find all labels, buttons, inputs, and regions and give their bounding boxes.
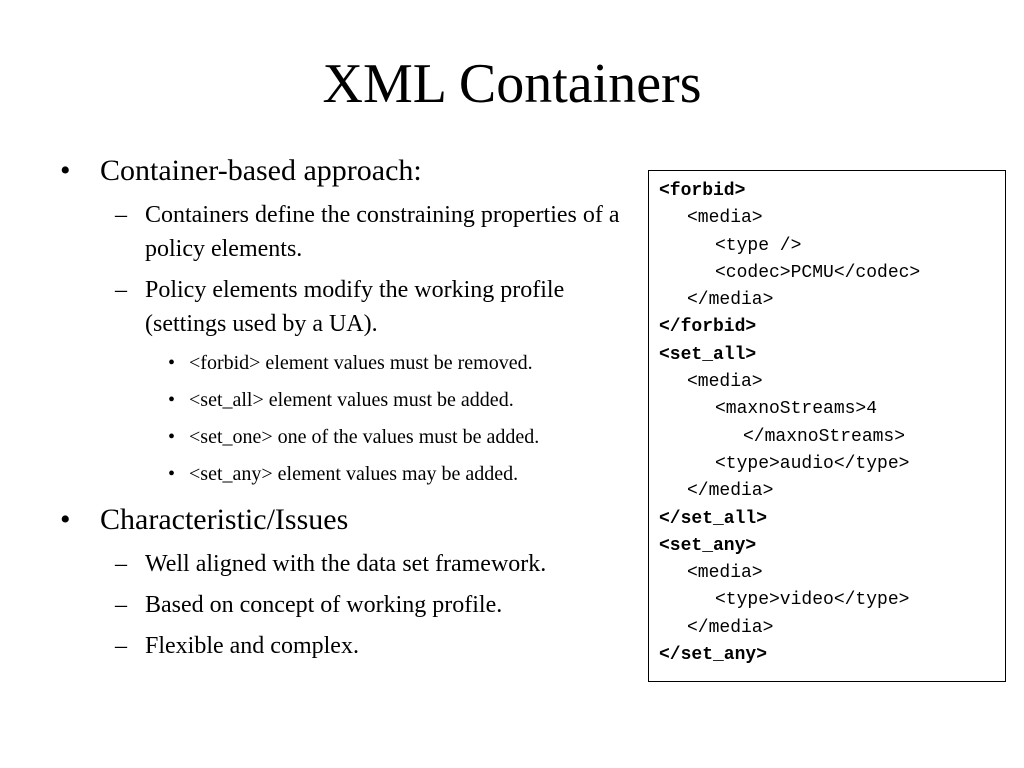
code-line: <type>audio</type> [715,453,910,474]
code-line: <set_all> [659,344,757,365]
bullet-text: Container-based approach: [100,154,422,187]
code-line: </media> [687,617,774,638]
sub-sub-bullet-text: <set_all> element values must be added. [189,389,514,411]
dash-marker: – [115,277,127,303]
code-line: </set_all> [659,508,768,529]
bullet-marker: • [60,503,71,536]
dash-marker: – [115,633,127,659]
code-line: <maxnoStreams>4 [715,399,878,420]
code-line: </media> [687,481,774,502]
sub-bullet-text: Flexible and complex. [145,633,359,659]
code-line: </media> [687,290,774,311]
code-line: </maxnoStreams> [743,426,906,447]
code-line: <codec>PCMU</codec> [715,262,921,283]
slide-title: XML Containers [322,53,702,115]
bullet-list: • Container-based approach: – Containers… [60,152,650,670]
code-line: <media> [687,208,763,229]
code-line: <set_any> [659,535,757,556]
sub-bullet-policy-elements: – Policy elements modify the working pro… [60,273,650,341]
code-line: </set_any> [659,645,768,666]
sub-bullet-containers-define: – Containers define the constraining pro… [60,198,650,266]
bullet-marker: • [168,389,176,411]
bullet-text: Characteristic/Issues [100,503,349,536]
sub-bullet-text: Well aligned with the data set framework… [145,551,547,577]
bullet-marker: • [168,426,176,448]
dash-marker: – [115,592,127,618]
sub-sub-bullet-set-all: • <set_all> element values must be added… [60,385,650,415]
code-line: </forbid> [659,317,757,338]
sub-bullet-text: Based on concept of working profile. [145,592,503,618]
bullet-marker: • [168,352,176,374]
xml-code-box: <forbid> <media> <type /> <codec>PCMU</c… [648,170,1006,682]
sub-sub-bullet-set-one: • <set_one> one of the values must be ad… [60,422,650,452]
bullet-marker: • [60,154,71,187]
sub-sub-bullet-text: <forbid> element values must be removed. [189,352,533,374]
sub-sub-bullet-text: <set_one> one of the values must be adde… [189,426,540,448]
code-line: <media> [687,372,763,393]
sub-sub-bullet-text: <set_any> element values may be added. [189,463,519,485]
sub-sub-bullet-set-any: • <set_any> element values may be added. [60,459,650,489]
sub-bullet-based-on-concept: – Based on concept of working profile. [60,588,650,622]
bullet-characteristic-issues: • Characteristic/Issues [60,501,650,539]
sub-bullet-well-aligned: – Well aligned with the data set framewo… [60,547,650,581]
sub-bullet-text: Containers define the constraining prope… [145,202,620,262]
code-line: <forbid> [659,181,746,201]
code-line: <type /> [715,235,802,256]
code-line: <media> [687,563,763,584]
sub-bullet-text: Policy elements modify the working profi… [145,277,565,337]
sub-sub-bullet-forbid: • <forbid> element values must be remove… [60,348,650,378]
code-line: <type>video</type> [715,590,910,611]
bullet-container-based: • Container-based approach: [60,152,650,190]
dash-marker: – [115,551,127,577]
sub-bullet-flexible: – Flexible and complex. [60,629,650,663]
dash-marker: – [115,202,127,228]
bullet-marker: • [168,463,176,485]
